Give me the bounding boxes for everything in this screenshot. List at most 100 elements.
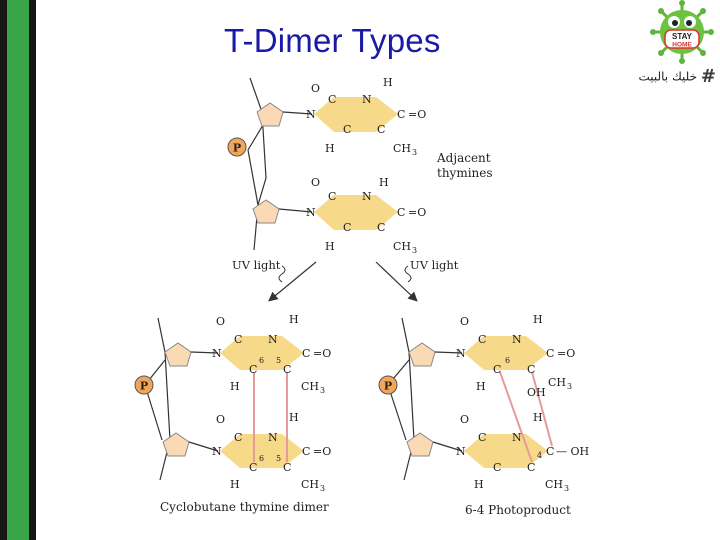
stay-home-virus-icon: STAY HOME — [650, 0, 714, 64]
svg-text:CH: CH — [301, 380, 319, 393]
svg-text:O: O — [460, 315, 469, 328]
svg-text:C: C — [328, 93, 336, 106]
cyclobutane-dimer: P O H C N N C =O C C 6 5 H CH 3 O H C N … — [134, 313, 331, 514]
svg-text:H: H — [230, 380, 240, 393]
photoproduct-ring-2 — [464, 434, 548, 468]
caption-photoproduct: 6-4 Photoproduct — [465, 503, 571, 517]
svg-text:C: C — [493, 363, 501, 376]
svg-text:H: H — [289, 313, 299, 326]
svg-text:3: 3 — [412, 148, 417, 157]
svg-text:H: H — [476, 380, 486, 393]
svg-text:N: N — [512, 333, 522, 346]
phosphate-top — [227, 137, 247, 157]
svg-text:N: N — [212, 347, 222, 360]
thymine-ring-1 — [314, 97, 398, 132]
svg-text:H: H — [325, 240, 335, 253]
uv-arrows: UV light UV light — [232, 258, 459, 302]
svg-text:N: N — [268, 333, 278, 346]
svg-text:— OH: — OH — [556, 445, 589, 458]
thymine-ring-2 — [314, 195, 398, 230]
svg-text:3: 3 — [564, 484, 569, 493]
photoproduct-bond-2 — [531, 371, 553, 447]
adjacent-thymines: P O H C N N C =O C C H CH 3 O H C N N C … — [227, 76, 493, 255]
svg-text:3: 3 — [320, 484, 325, 493]
svg-text:C: C — [478, 431, 486, 444]
svg-text:N: N — [456, 445, 466, 458]
hashtag-stay-home: خليك بالبيت # — [634, 66, 716, 88]
uv-arrow-icon — [375, 261, 418, 302]
sugar-left-1 — [164, 342, 192, 367]
svg-text:3: 3 — [567, 382, 572, 391]
dimer-ring-left-1 — [220, 336, 304, 370]
svg-text:H: H — [383, 76, 393, 89]
svg-text:C: C — [343, 221, 351, 234]
svg-text:CH: CH — [393, 240, 411, 253]
svg-text:6: 6 — [259, 356, 264, 365]
svg-text:C: C — [283, 461, 291, 474]
svg-text:CH: CH — [393, 142, 411, 155]
svg-text:C: C — [234, 333, 242, 346]
svg-text:C: C — [397, 108, 405, 121]
svg-text:=O: =O — [408, 108, 426, 121]
svg-text:C: C — [527, 461, 535, 474]
svg-text:=O: =O — [313, 347, 331, 360]
svg-text:H: H — [474, 478, 484, 491]
six-four-photoproduct: P O H C N N C =O C C 6 H OH CH 3 O H C N… — [378, 313, 589, 517]
svg-text:O: O — [216, 413, 225, 426]
svg-text:3: 3 — [320, 386, 325, 395]
svg-text:N: N — [306, 206, 316, 219]
svg-text:C: C — [302, 445, 310, 458]
hashtag-text: خليك بالبيت — [638, 69, 698, 84]
svg-text:C: C — [546, 445, 554, 458]
svg-text:4: 4 — [537, 451, 542, 460]
svg-text:C: C — [377, 221, 385, 234]
svg-text:UV light: UV light — [232, 258, 281, 272]
slide-title: T-Dimer Types — [224, 22, 441, 59]
svg-text:5: 5 — [276, 454, 281, 463]
svg-text:P: P — [233, 142, 241, 155]
svg-text:C: C — [493, 461, 501, 474]
phosphate-right — [378, 375, 398, 395]
svg-text:O: O — [311, 82, 320, 95]
sugar-top-2 — [252, 199, 280, 224]
svg-text:C: C — [302, 347, 310, 360]
svg-text:H: H — [533, 411, 543, 424]
svg-text:N: N — [212, 445, 222, 458]
uv-arrow-icon — [268, 261, 317, 302]
svg-text:=O: =O — [557, 347, 575, 360]
svg-text:N: N — [512, 431, 522, 444]
svg-text:O: O — [216, 315, 225, 328]
svg-text:CH: CH — [301, 478, 319, 491]
sugar-right-2 — [406, 432, 434, 457]
sugar-top-1 — [256, 102, 284, 127]
svg-text:HOME: HOME — [672, 42, 692, 49]
sugar-left-2 — [162, 432, 190, 457]
svg-text:P: P — [140, 380, 148, 393]
svg-text:H: H — [379, 176, 389, 189]
svg-text:N: N — [268, 431, 278, 444]
svg-text:C: C — [328, 190, 336, 203]
svg-text:STAY: STAY — [672, 32, 693, 41]
svg-text:6: 6 — [259, 454, 264, 463]
sugar-right-1 — [408, 342, 436, 367]
left-green-stripe — [7, 0, 29, 540]
svg-text:3: 3 — [412, 246, 417, 255]
svg-text:C: C — [397, 206, 405, 219]
svg-text:5: 5 — [276, 356, 281, 365]
caption-cyclobutane: Cyclobutane thymine dimer — [160, 500, 329, 514]
svg-text:H: H — [325, 142, 335, 155]
thymines-label: thymines — [437, 166, 493, 180]
adjacent-label: Adjacent — [436, 151, 491, 165]
svg-text:6: 6 — [505, 356, 510, 365]
svg-text:P: P — [384, 380, 392, 393]
svg-text:N: N — [362, 190, 372, 203]
svg-text:C: C — [478, 333, 486, 346]
svg-text:C: C — [234, 431, 242, 444]
svg-text:C: C — [249, 461, 257, 474]
svg-text:C: C — [343, 123, 351, 136]
svg-text:CH: CH — [548, 376, 566, 389]
hash-symbol: # — [700, 66, 716, 87]
svg-text:N: N — [362, 93, 372, 106]
left-decorative-bar — [0, 0, 36, 540]
